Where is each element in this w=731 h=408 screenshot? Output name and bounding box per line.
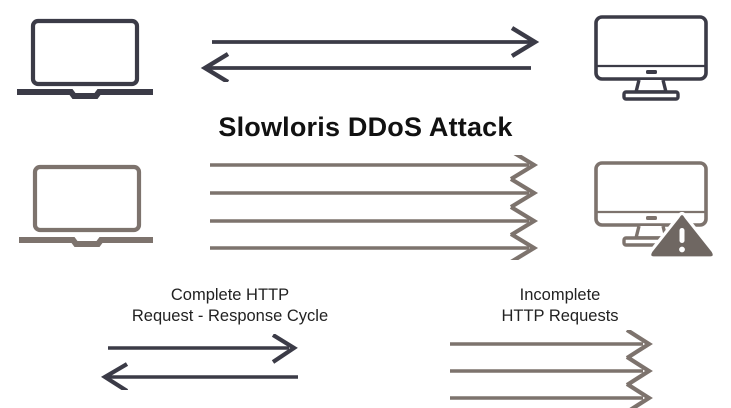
monitor-base <box>622 90 680 101</box>
legend-complete-arrow-group <box>90 334 310 390</box>
monitor-indicator-dot <box>646 216 657 220</box>
legend-incomplete-line2: HTTP Requests <box>501 307 619 325</box>
legend-request-arrow <box>108 334 298 364</box>
legend-complete-line2: Request - Response Cycle <box>131 307 329 325</box>
laptop-screen <box>32 164 142 233</box>
laptop-base <box>17 89 153 99</box>
monitor-neck <box>633 79 669 94</box>
desktop-monitor-icon-normal-server <box>592 14 710 106</box>
legend-incomplete-line1: Incomplete <box>519 286 601 304</box>
attack-traffic-arrow-group <box>205 155 545 260</box>
legend-response-arrow <box>100 362 298 390</box>
monitor-screen <box>594 15 708 81</box>
response-arrow <box>200 52 531 82</box>
legend-complete-caption: Complete HTTP Request - Response Cycle <box>95 285 365 327</box>
laptop-icon-attacker <box>16 164 156 248</box>
laptop-icon-normal-client <box>14 18 156 100</box>
legend-incomplete-arrow-group <box>445 330 670 408</box>
laptop-screen <box>30 18 140 87</box>
partial-request-arrow <box>210 205 539 237</box>
partial-request-arrow <box>210 177 539 209</box>
request-arrow <box>212 26 540 58</box>
normal-traffic-arrow-group <box>195 22 545 82</box>
partial-request-arrow <box>210 155 539 181</box>
monitor-screen <box>594 161 708 227</box>
partial-request-arrow <box>210 232 539 260</box>
legend-partial-request-arrow <box>450 330 653 360</box>
page-title: Slowloris DDoS Attack <box>218 112 513 142</box>
monitor-indicator-dot <box>646 70 657 74</box>
desktop-monitor-icon-victim-server <box>592 160 722 260</box>
legend-partial-request-arrow <box>450 355 653 387</box>
legend-partial-request-arrow <box>450 382 653 408</box>
legend-complete-line1: Complete HTTP <box>170 286 290 304</box>
laptop-base <box>19 237 153 247</box>
legend-incomplete-caption: Incomplete HTTP Requests <box>445 285 675 327</box>
warning-triangle-icon <box>648 211 716 260</box>
